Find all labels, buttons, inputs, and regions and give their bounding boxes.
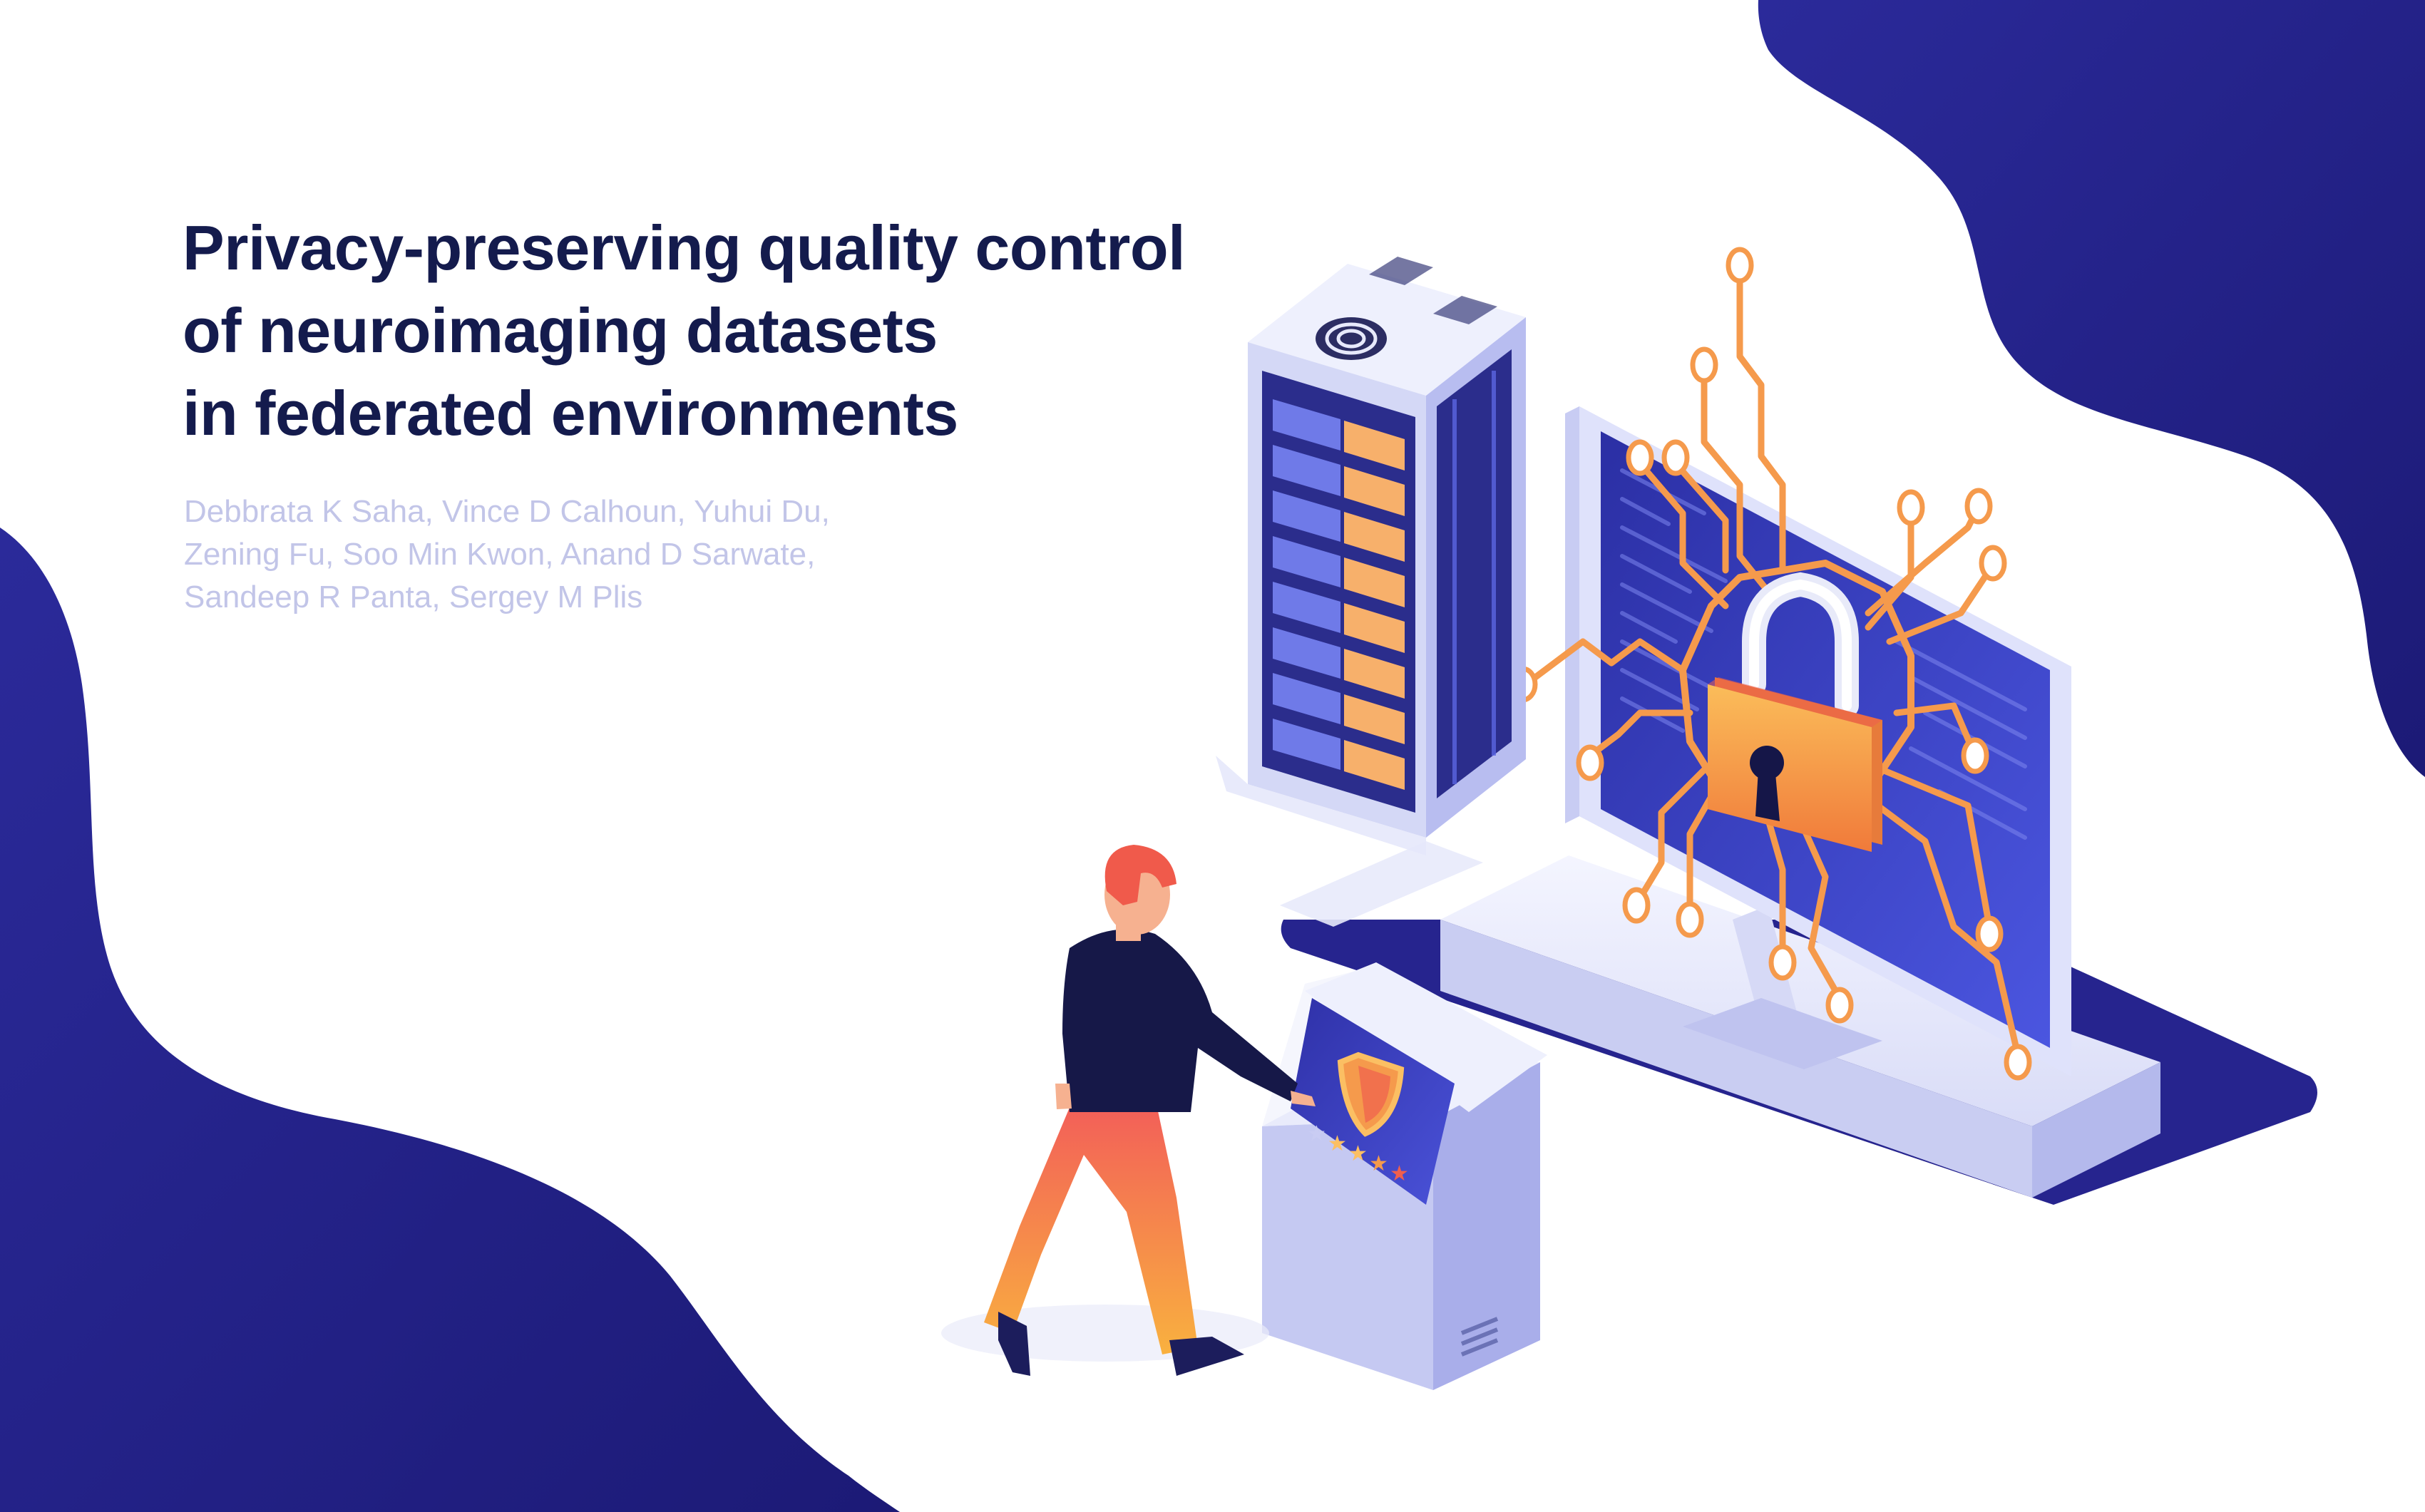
circuit-node-dots [1507, 247, 2032, 1081]
bottom-left-blob [0, 528, 900, 1512]
person-icon [941, 845, 1316, 1376]
server-rack-icon [1216, 257, 1526, 855]
author-line-1: Debbrata K Saha, Vince D Calhoun, Yuhui … [184, 494, 830, 529]
title-line-1: Privacy-preserving quality control [183, 212, 1186, 283]
svg-text:★: ★ [1307, 1121, 1326, 1146]
monitor-stand [1733, 905, 1797, 1027]
server-slots [1273, 399, 1405, 790]
page-title: Privacy-preserving quality control of ne… [183, 207, 1186, 455]
svg-text:★: ★ [1369, 1151, 1388, 1176]
svg-text:★: ★ [1390, 1161, 1409, 1186]
padlock-icon [1708, 572, 1882, 852]
svg-text:★: ★ [1348, 1141, 1368, 1166]
author-line-2: Zening Fu, Soo Min Kwon, Anand D Sarwate… [184, 537, 816, 572]
rating-stars: ★ ★ ★ ★ ★ [1307, 1121, 1409, 1186]
top-right-blob [1758, 0, 2425, 777]
author-list: Debbrata K Saha, Vince D Calhoun, Yuhui … [184, 490, 830, 619]
author-line-3: Sandeep R Panta, Sergey M Plis [184, 580, 643, 614]
shield-icon [1337, 1051, 1405, 1137]
title-line-3: in federated environments [183, 378, 958, 448]
title-line-2: of neuroimaging datasets [183, 295, 938, 366]
svg-text:★: ★ [1328, 1131, 1347, 1156]
desk-block [1440, 855, 2160, 1126]
